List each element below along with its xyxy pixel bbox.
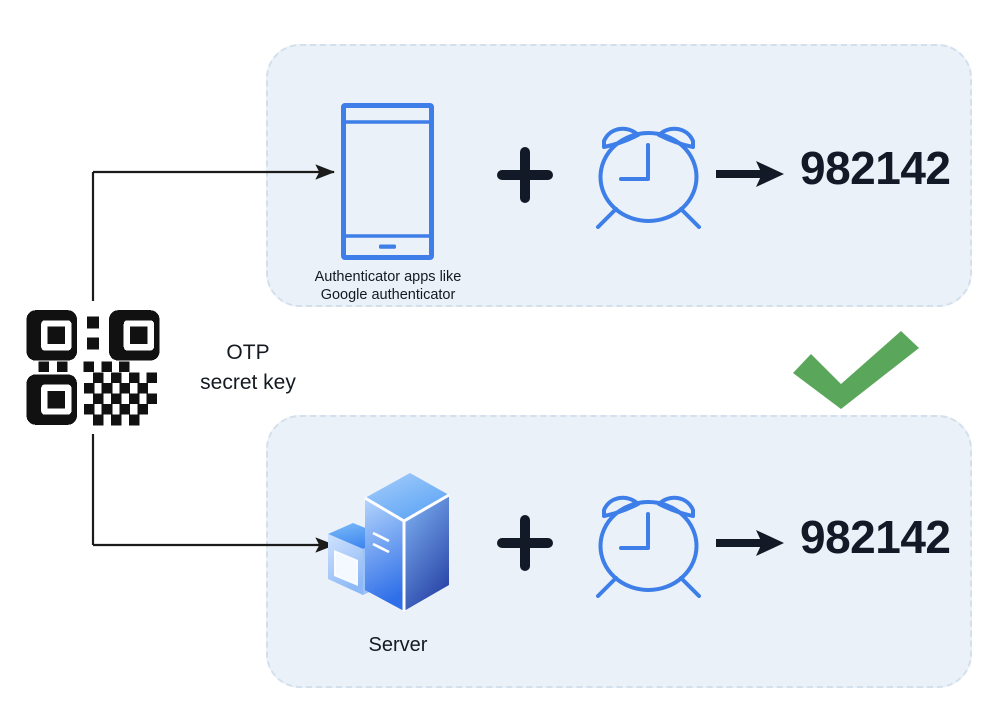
smartphone-icon [341,103,434,260]
result-arrow-server [716,526,784,560]
alarm-clock-icon-server [586,484,711,604]
server-caption: Server [368,634,428,656]
alarm-clock-icon-client [586,115,711,235]
server-icon [325,467,452,614]
otp-code-server: 982142 [800,511,951,563]
plus-operator-client [494,144,556,206]
qr-code-icon [26,301,160,434]
check-mark-icon [793,331,919,409]
client-panel [266,44,972,307]
authenticator-caption: Authenticator apps like Google authentic… [314,269,462,303]
otp-code-client: 982142 [800,142,951,194]
otp-secret-key-label: OTP secret key [200,341,296,394]
result-arrow-client [716,157,784,191]
plus-operator-server [494,512,556,574]
